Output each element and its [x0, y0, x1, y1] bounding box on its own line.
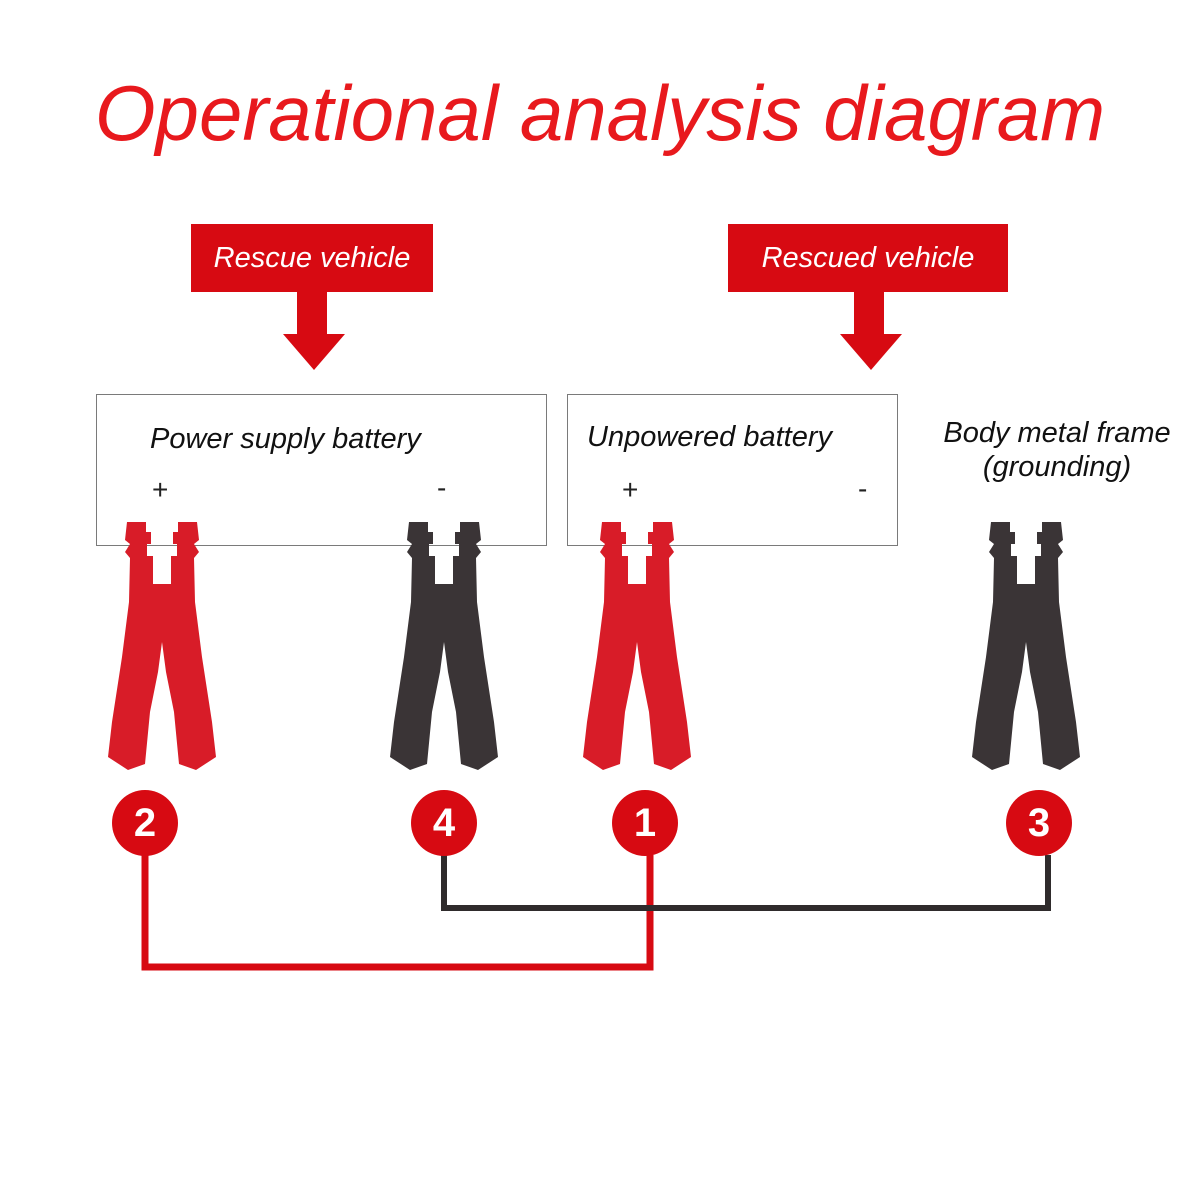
- power-battery-label: Power supply battery: [150, 423, 421, 455]
- step-badge-3: 3: [1006, 790, 1072, 856]
- unpowered-battery: [567, 394, 898, 546]
- unpowered-battery-label: Unpowered battery: [587, 421, 833, 453]
- clamp-red-unpowered-plus-icon: [583, 522, 691, 770]
- body-frame-line2: (grounding): [982, 451, 1132, 483]
- step-badge-1: 1: [612, 790, 678, 856]
- power-supply-battery: [96, 394, 547, 546]
- rescue-arrow-icon: [283, 290, 345, 370]
- clamp-black-power-minus-icon: [390, 522, 498, 770]
- unpowered-battery-plus: +: [622, 474, 639, 505]
- body-frame-line1: Body metal frame: [943, 417, 1171, 449]
- clamp-black-frame-icon: [972, 522, 1080, 770]
- rescue-vehicle-label: Rescue vehicle: [191, 224, 433, 292]
- step-badge-4: 4: [411, 790, 477, 856]
- page-title: Operational analysis diagram: [94, 69, 1106, 157]
- black-cable: [441, 855, 1051, 911]
- power-battery-minus: -: [437, 472, 447, 503]
- clamp-red-power-plus-icon: [108, 522, 216, 770]
- step-badge-2: 2: [112, 790, 178, 856]
- power-battery-plus: +: [152, 474, 169, 505]
- rescued-vehicle-label: Rescued vehicle: [728, 224, 1008, 292]
- unpowered-battery-minus: -: [858, 473, 868, 504]
- body-frame-label: Body metal frame (grounding): [912, 416, 1200, 484]
- rescued-arrow-icon: [840, 290, 902, 370]
